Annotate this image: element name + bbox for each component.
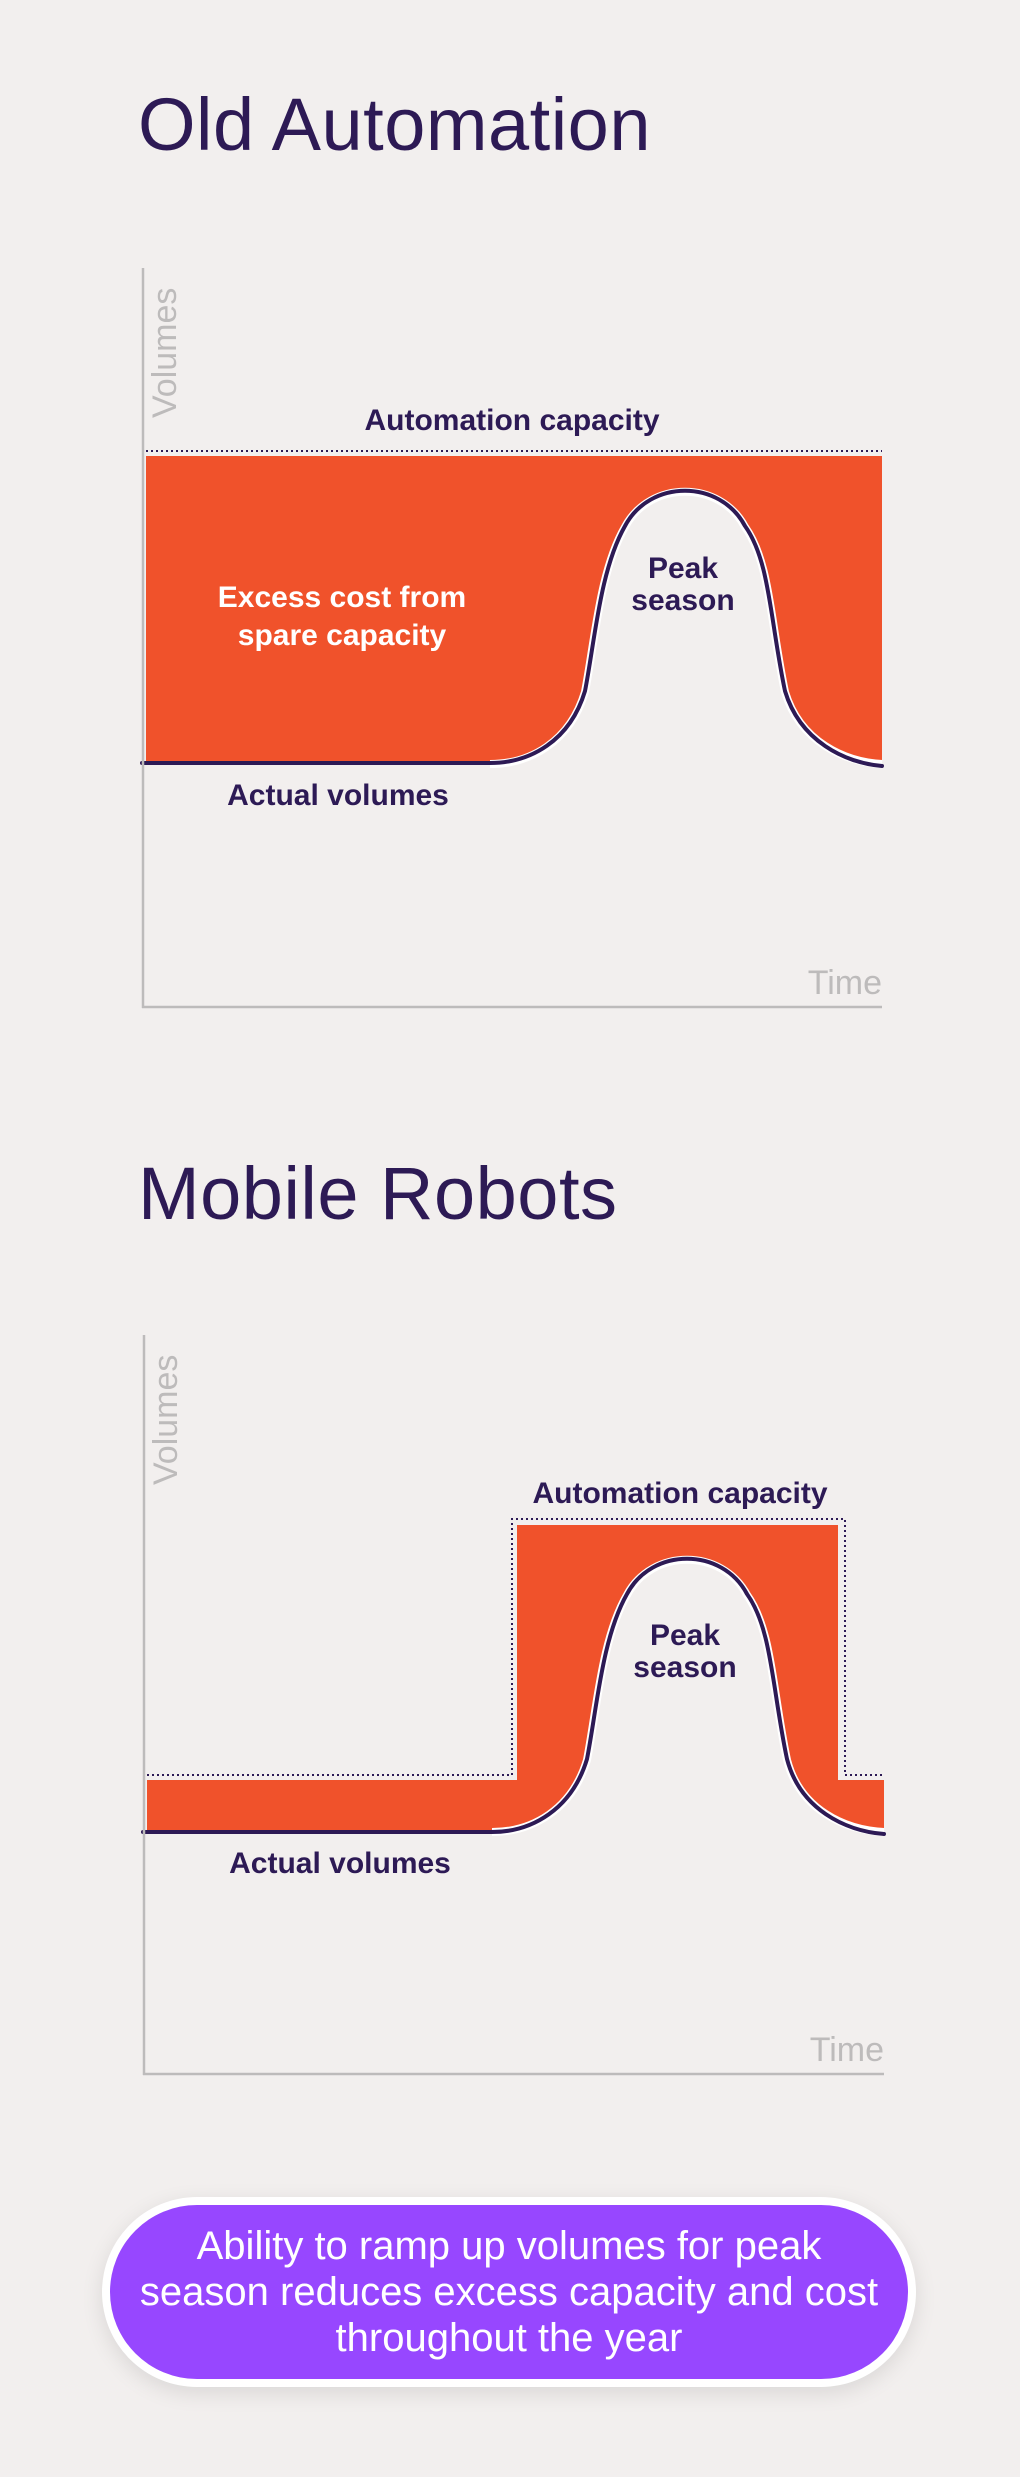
y-axis-label: Volumes: [146, 288, 184, 418]
old-automation-chart: Volumes Time Automation capacity Excess …: [140, 268, 884, 1009]
actual-volumes-line: [140, 488, 884, 768]
capacity-label: Automation capacity: [364, 404, 659, 437]
actual-volumes-label: Actual volumes: [229, 1847, 451, 1880]
peak-label-line2: season: [631, 584, 734, 617]
peak-label-line1: Peak: [648, 552, 718, 585]
section-title-old-automation: Old Automation: [138, 83, 651, 166]
capacity-line: [147, 1518, 884, 1776]
capacity-label: Automation capacity: [532, 1477, 827, 1510]
x-axis-label: Time: [808, 964, 882, 1002]
peak-label-line2: season: [633, 1651, 736, 1684]
summary-callout-pill: Ability to ramp up volumes for peak seas…: [110, 2205, 908, 2379]
y-axis-label: Volumes: [147, 1355, 185, 1485]
excess-label-line2: spare capacity: [238, 619, 447, 652]
actual-volumes-line: [141, 1556, 886, 1836]
excess-capacity-area: [146, 456, 882, 762]
mobile-robots-chart: Volumes Time Automation capacity Peak se…: [141, 1335, 886, 2076]
actual-volumes-label: Actual volumes: [227, 779, 449, 812]
summary-callout-text: Ability to ramp up volumes for peak seas…: [139, 2224, 879, 2360]
x-axis-label: Time: [810, 2031, 884, 2069]
summary-callout: Ability to ramp up volumes for peak seas…: [102, 2197, 916, 2387]
peak-label-line1: Peak: [650, 1619, 720, 1652]
section-title-mobile-robots: Mobile Robots: [138, 1152, 618, 1235]
excess-label-line1: Excess cost from: [218, 581, 466, 614]
